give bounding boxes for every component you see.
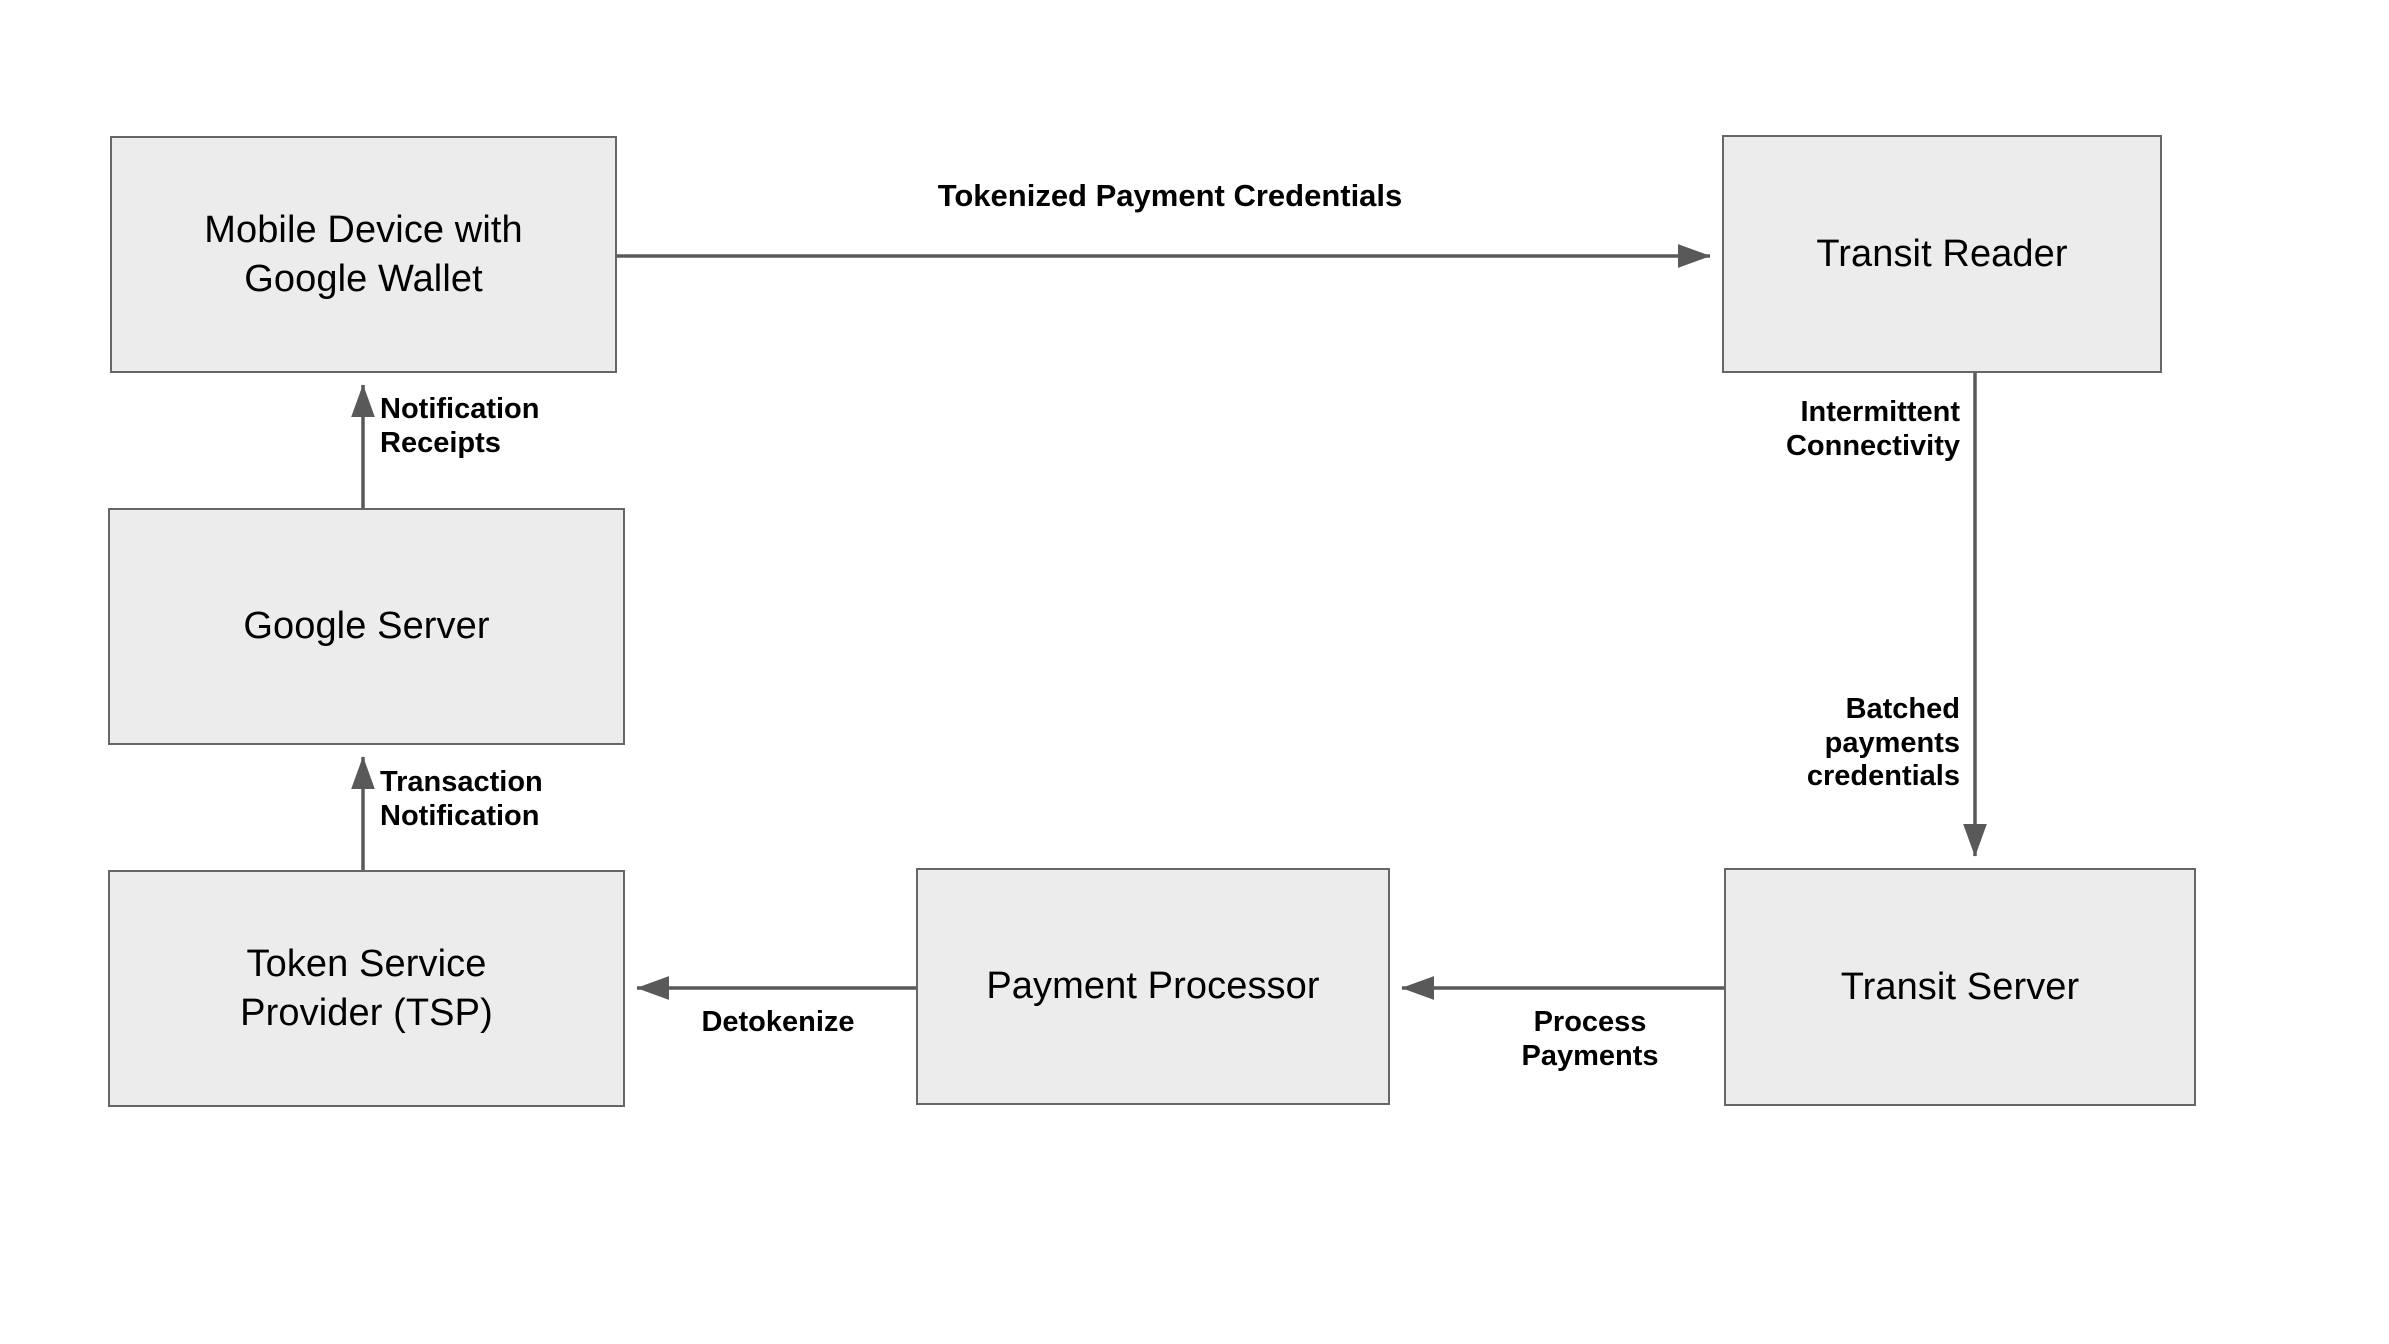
node-google-server[interactable]: Google Server (108, 508, 625, 745)
edge-label-transaction-notification: Transaction Notification (380, 766, 543, 832)
node-transit-reader-label: Transit Reader (1816, 232, 2068, 275)
node-transit-reader[interactable]: Transit Reader (1722, 135, 2162, 373)
node-payment-processor[interactable]: Payment Processor (916, 868, 1390, 1105)
node-mobile-device-label: Mobile Device with Google Wallet (204, 208, 523, 300)
node-mobile-device[interactable]: Mobile Device with Google Wallet (110, 136, 617, 373)
node-token-service-provider-label: Token Service Provider (TSP) (240, 942, 493, 1034)
node-token-service-provider[interactable]: Token Service Provider (TSP) (108, 870, 625, 1107)
edge-label-notification-receipts: Notification Receipts (380, 393, 540, 459)
edge-label-tokenized-payment-credentials: Tokenized Payment Credentials (937, 178, 1403, 213)
edge-label-detokenize: Detokenize (701, 1006, 855, 1038)
node-payment-processor-label: Payment Processor (986, 965, 1320, 1008)
edge-label-intermittent-connectivity: Intermittent Connectivity (1785, 396, 1960, 462)
edge-label-process-payments: Process Payments (1521, 1006, 1659, 1072)
node-google-server-label: Google Server (243, 605, 490, 648)
edge-label-batched-payments-credentials: Batched payments credentials (1806, 693, 1960, 793)
node-transit-server-label: Transit Server (1840, 965, 2080, 1008)
node-transit-server[interactable]: Transit Server (1724, 868, 2196, 1106)
